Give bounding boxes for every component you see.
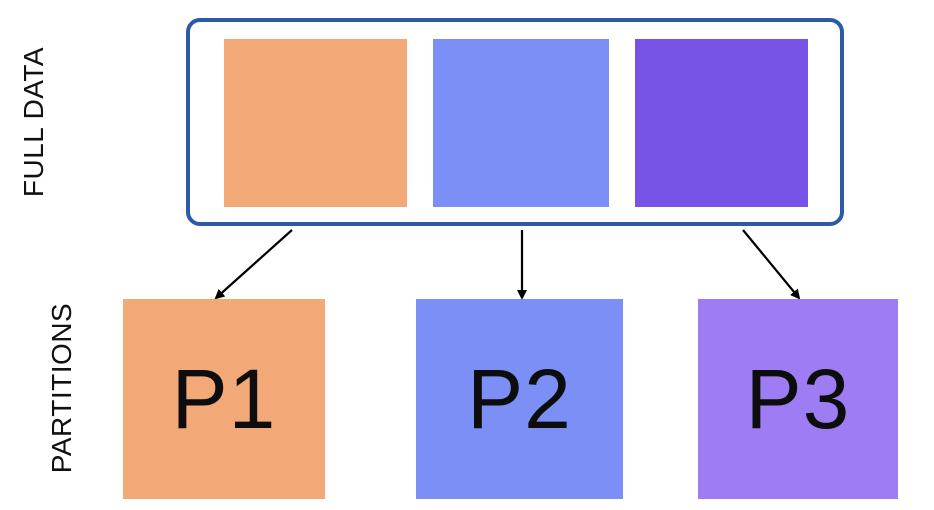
arrow-to-p1 (214, 229, 293, 300)
arrow-to-p3 (742, 229, 801, 300)
partitions-label: PARTITIONS (46, 302, 77, 474)
data-chunk-3 (635, 39, 808, 207)
partition-p1: P1 (123, 299, 325, 499)
data-chunk-2 (433, 39, 609, 207)
partition-p3-label: P3 (745, 351, 851, 446)
partition-p1-label: P1 (171, 351, 277, 446)
partition-p3: P3 (698, 299, 898, 499)
partition-p2: P2 (416, 299, 623, 499)
data-chunk-1 (224, 39, 407, 207)
full-data-label: FULL DATA (18, 46, 49, 198)
partition-p2-label: P2 (467, 351, 572, 446)
